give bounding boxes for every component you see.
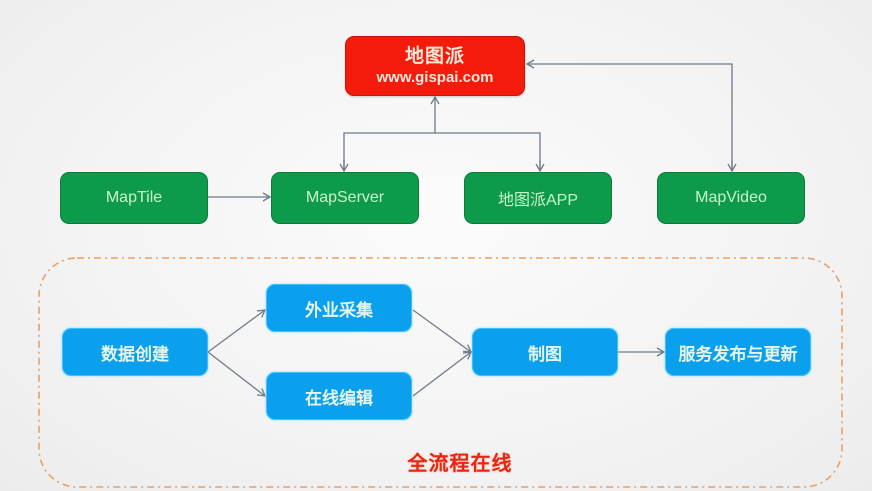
process-step-label: 服务发布与更新 bbox=[678, 344, 798, 364]
product-label: 地图派APP bbox=[497, 192, 579, 209]
product-node-app[interactable]: 地图派APP bbox=[464, 172, 612, 224]
edge-create-edit bbox=[207, 351, 267, 397]
process-container-border bbox=[38, 257, 843, 488]
product-node-maptile[interactable]: MapTile bbox=[60, 172, 208, 224]
process-step-mapping[interactable]: 制图 bbox=[472, 328, 618, 376]
product-label: MapVideo bbox=[695, 189, 767, 206]
process-step-online-editing[interactable]: 在线编辑 bbox=[266, 372, 412, 420]
process-step-field-collection[interactable]: 外业采集 bbox=[266, 284, 412, 332]
root-node-gispai[interactable]: 地图派 www.gispai.com bbox=[345, 36, 525, 96]
process-step-label: 在线编辑 bbox=[305, 388, 373, 408]
product-label: MapTile bbox=[105, 189, 163, 206]
process-step-label: 外业采集 bbox=[305, 300, 373, 320]
root-title: 地图派 bbox=[404, 45, 465, 67]
process-step-label: 数据创建 bbox=[101, 344, 169, 364]
edge-create-field bbox=[207, 309, 267, 353]
product-label: MapServer bbox=[305, 189, 385, 206]
edge-field-map bbox=[412, 309, 473, 353]
edge-mapvideo-root bbox=[525, 59, 733, 171]
edge-bus bbox=[343, 132, 541, 171]
process-step-label: 制图 bbox=[528, 344, 562, 364]
product-node-mapserver[interactable]: MapServer bbox=[271, 172, 419, 224]
process-step-publish-update[interactable]: 服务发布与更新 bbox=[665, 328, 811, 376]
root-url: www.gispai.com bbox=[376, 68, 494, 86]
process-step-data-creation[interactable]: 数据创建 bbox=[62, 328, 208, 376]
product-node-mapvideo[interactable]: MapVideo bbox=[657, 172, 805, 224]
process-footer-label: 全流程在线 bbox=[407, 453, 513, 475]
edge-edit-map bbox=[412, 351, 473, 397]
